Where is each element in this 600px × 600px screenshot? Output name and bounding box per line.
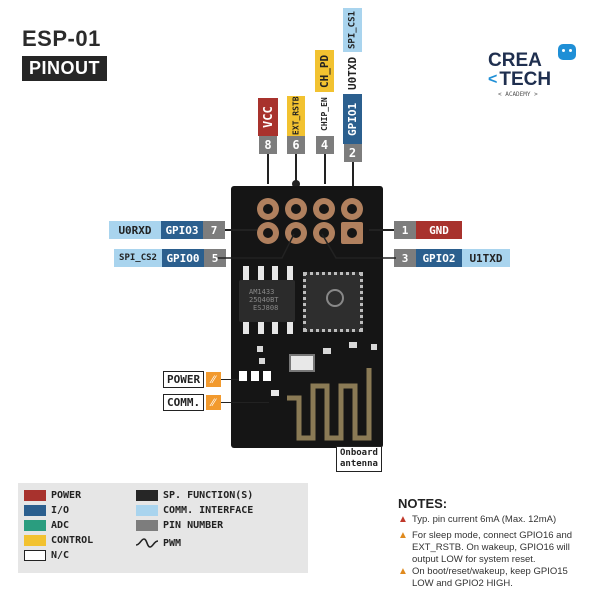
pin-3-label-gpio2: GPIO2 <box>416 249 462 267</box>
note-1: ▲ Typ. pin current 6mA (Max. 12mA) <box>398 514 557 525</box>
comm-led <box>271 390 279 396</box>
pad-1 <box>341 222 363 244</box>
pad-7 <box>257 222 279 244</box>
esp8266-chip <box>303 272 363 332</box>
pin-3-row: 3 GPIO2 U1TXD <box>394 249 510 267</box>
logo-text-crea: CREA <box>488 50 542 71</box>
legend-pwm: PWM <box>136 537 181 549</box>
pinout-badge: PINOUT <box>22 56 108 81</box>
pin-7-label-gpio3: GPIO3 <box>161 221 203 239</box>
power-indicator-label: POWER <box>163 371 205 388</box>
pin-1-number: 1 <box>394 221 416 239</box>
pin-5-label-spi-cs2: SPI_CS2 <box>114 249 162 267</box>
chip-text-3: ESJ808 <box>253 304 279 312</box>
pin-5-leader <box>218 233 295 259</box>
pin-3-leader <box>321 233 396 259</box>
legend-adc: ADC <box>24 520 69 531</box>
pin-5-row: SPI_CS2 GPIO0 5 <box>114 249 226 267</box>
pin-8-label-vcc: VCC <box>258 98 278 136</box>
espressif-logo-icon <box>326 289 344 307</box>
logo-text-tech: TECH <box>499 69 552 90</box>
chip-text-2: 25Q40BT <box>249 296 279 304</box>
note-2: ▲ For sleep mode, connect GPIO16 and EXT… <box>398 530 573 565</box>
led-icon: ⁄⁄ <box>206 395 222 410</box>
pad-3 <box>313 222 335 244</box>
pin-6-number: 6 <box>287 136 305 154</box>
warning-icon: ▲ <box>398 514 408 525</box>
legend-control: CONTROL <box>24 535 93 546</box>
pin-2-number: 2 <box>343 144 362 162</box>
pad-6 <box>285 198 307 220</box>
warning-icon: ▲ <box>398 530 408 541</box>
pad-8 <box>257 198 279 220</box>
pin-8-number: 8 <box>259 136 277 154</box>
pin-5-label-gpio0: GPIO0 <box>162 249 204 267</box>
legend-nc: N/C <box>24 550 69 561</box>
antenna-label-2: antenna <box>340 459 378 469</box>
robot-icon <box>558 44 576 60</box>
comm-indicator-label: COMM. <box>163 394 205 411</box>
antenna-label-1: Onboard <box>340 448 378 458</box>
legend-pin-number: PIN NUMBER <box>136 520 223 531</box>
pin-1-label-gnd: GND <box>416 221 462 239</box>
pin-4-number: 4 <box>315 136 334 154</box>
pin-1-row: 1 GND <box>369 221 462 239</box>
legend <box>18 483 308 573</box>
pad-4 <box>313 198 335 220</box>
comm-indicator-tag: COMM. ⁄⁄ <box>163 394 270 411</box>
antenna-callout: Onboard antenna <box>336 446 382 472</box>
pin-8-column: VCC 8 <box>258 98 278 184</box>
chip-text-1: AM1433 <box>249 288 275 296</box>
led-icon: ⁄⁄ <box>206 372 222 387</box>
notes-title: NOTES: <box>398 496 448 511</box>
pin-7-row: U0RXD GPIO3 7 <box>109 221 257 239</box>
pin-2-label-u0txd: U0TXD <box>343 52 362 94</box>
pin-7-number: 7 <box>203 221 225 239</box>
antenna-trace <box>287 368 372 441</box>
pad-5 <box>285 222 307 244</box>
power-indicator-tag: POWER ⁄⁄ <box>163 371 240 388</box>
logo-academy: < ACADEMY > <box>498 91 538 98</box>
warning-icon: ▲ <box>398 566 408 577</box>
pad-2 <box>341 198 363 220</box>
pin-2-label-gpio1: GPIO1 <box>343 94 362 144</box>
pin-2-label-spi-cs1: SPI_CS1 <box>343 8 362 52</box>
pin-5-number: 5 <box>204 249 226 267</box>
note-3: ▲ On boot/reset/wakeup, keep GPIO15 LOW … <box>398 566 568 589</box>
legend-power: POWER <box>24 490 81 501</box>
createch-logo: CREA < TECH < ACADEMY > <box>488 44 588 100</box>
logo-code-icon: < <box>488 71 498 88</box>
pin-7-label-u0rxd: U0RXD <box>109 221 161 239</box>
pin-2-column: SPI_CS1 U0TXD GPIO1 2 <box>343 8 362 192</box>
power-led <box>239 371 247 381</box>
pin-4-column: CH_PD CHIP_EN 4 <box>315 50 334 184</box>
legend-comm-interface: COMM. INTERFACE <box>136 505 253 516</box>
pin-6-dot <box>292 180 300 188</box>
pin-3-number: 3 <box>394 249 416 267</box>
pin-4-label-ch-pd: CH_PD <box>315 50 334 92</box>
flash-chip: AM1433 25Q40BT ESJ808 <box>239 280 295 322</box>
pwm-wave-icon <box>136 538 158 548</box>
pin-6-column: EXT_RSTB 6 <box>287 96 305 188</box>
pin-6-label-ext-rstb: EXT_RSTB <box>287 96 305 136</box>
pin-3-label-u1txd: U1TXD <box>462 249 510 267</box>
pin-4-label-chip-en: CHIP_EN <box>315 92 334 136</box>
legend-sp-function: SP. FUNCTION(S) <box>136 490 253 501</box>
legend-io: I/O <box>24 505 69 516</box>
page-title: ESP-01 <box>22 26 101 51</box>
